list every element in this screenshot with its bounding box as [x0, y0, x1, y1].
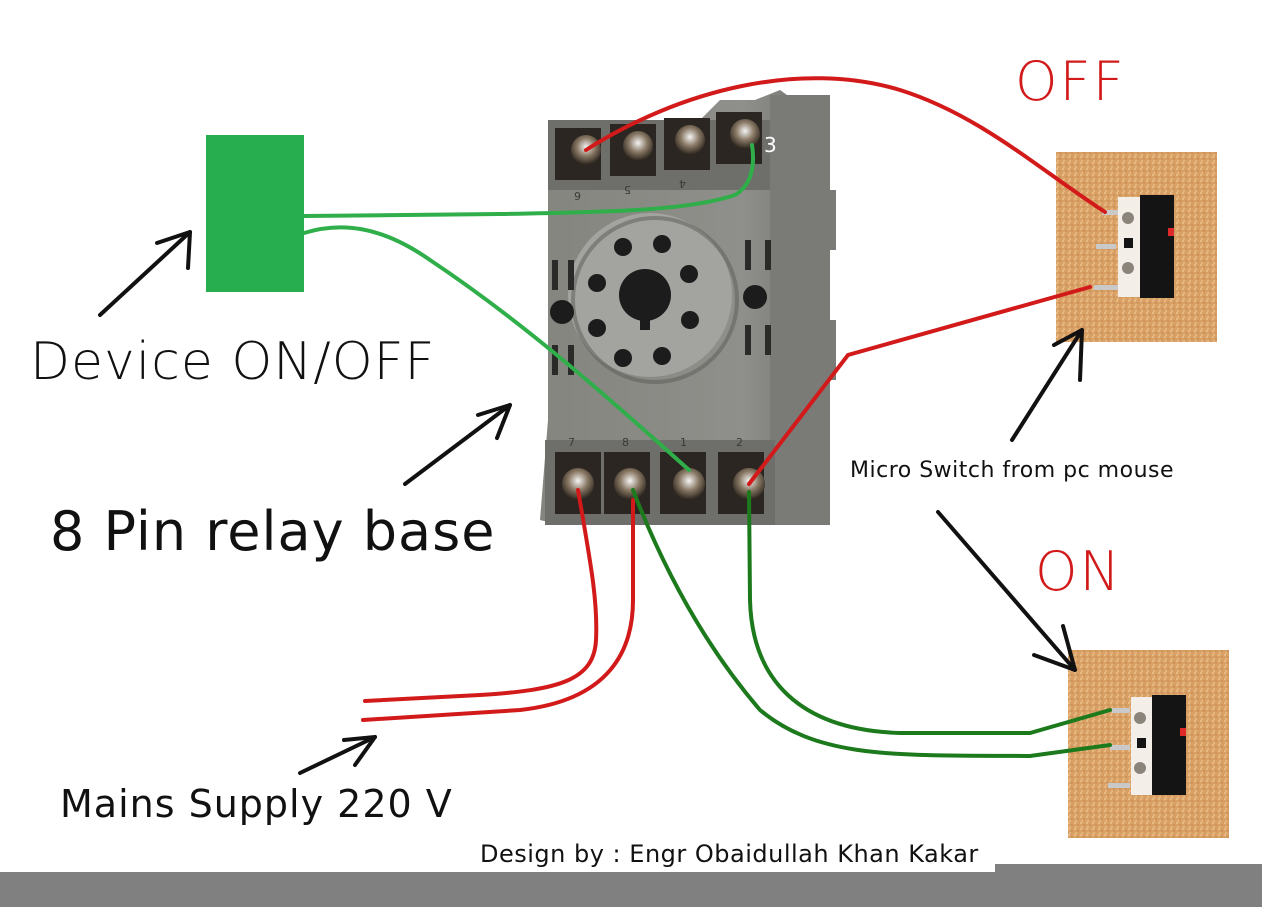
micro-switch-label: Micro Switch from pc mouse — [850, 458, 1175, 483]
arrow-to-off-switch — [1010, 328, 1084, 442]
bottom-bar-step — [995, 864, 1262, 874]
bottom-bar — [0, 872, 1262, 907]
micro-switch-on — [1068, 650, 1229, 838]
pin-label-2: 2 — [736, 436, 743, 449]
arrow-to-relay — [403, 403, 512, 486]
pin-label-4: 4 — [679, 177, 686, 190]
arrow-to-on-switch — [936, 510, 1077, 672]
arrow-to-mains — [298, 735, 377, 775]
micro-switch-off — [1056, 152, 1217, 342]
pin-label-7: 7 — [568, 436, 575, 449]
relay-base-label: 8 Pin relay base — [50, 500, 496, 563]
wire-green-device-to-pin3 — [302, 143, 755, 218]
bottom-terminals — [555, 452, 765, 514]
wire-green-pin2-to-on — [747, 490, 1112, 735]
pin-3-annotation: 3 — [764, 133, 777, 157]
wire-green-pin8-to-on — [631, 488, 1112, 759]
wire-green-device-to-pin1 — [302, 225, 691, 472]
device-label: Device ON/OFF — [30, 332, 436, 392]
pin-label-6: 6 — [574, 189, 581, 202]
pin-label-1: 1 — [680, 436, 687, 449]
pin-label-8: 8 — [622, 436, 629, 449]
device-box — [206, 135, 304, 292]
credit-label: Design by : Engr Obaidullah Khan Kakar — [480, 840, 979, 868]
arrow-to-device — [98, 230, 192, 317]
wire-red-pin2-to-off — [747, 285, 1092, 486]
wire-red-pin6-to-off — [584, 76, 1107, 214]
top-terminals — [555, 112, 762, 180]
on-label: ON — [1035, 540, 1122, 603]
mains-supply-label: Mains Supply 220 V — [60, 782, 453, 826]
off-label: OFF — [1015, 50, 1126, 113]
wire-red-mains-pin8 — [361, 498, 635, 722]
pin-label-5: 5 — [624, 183, 631, 196]
wire-red-mains-pin7 — [363, 488, 599, 703]
relay-base — [540, 90, 836, 525]
